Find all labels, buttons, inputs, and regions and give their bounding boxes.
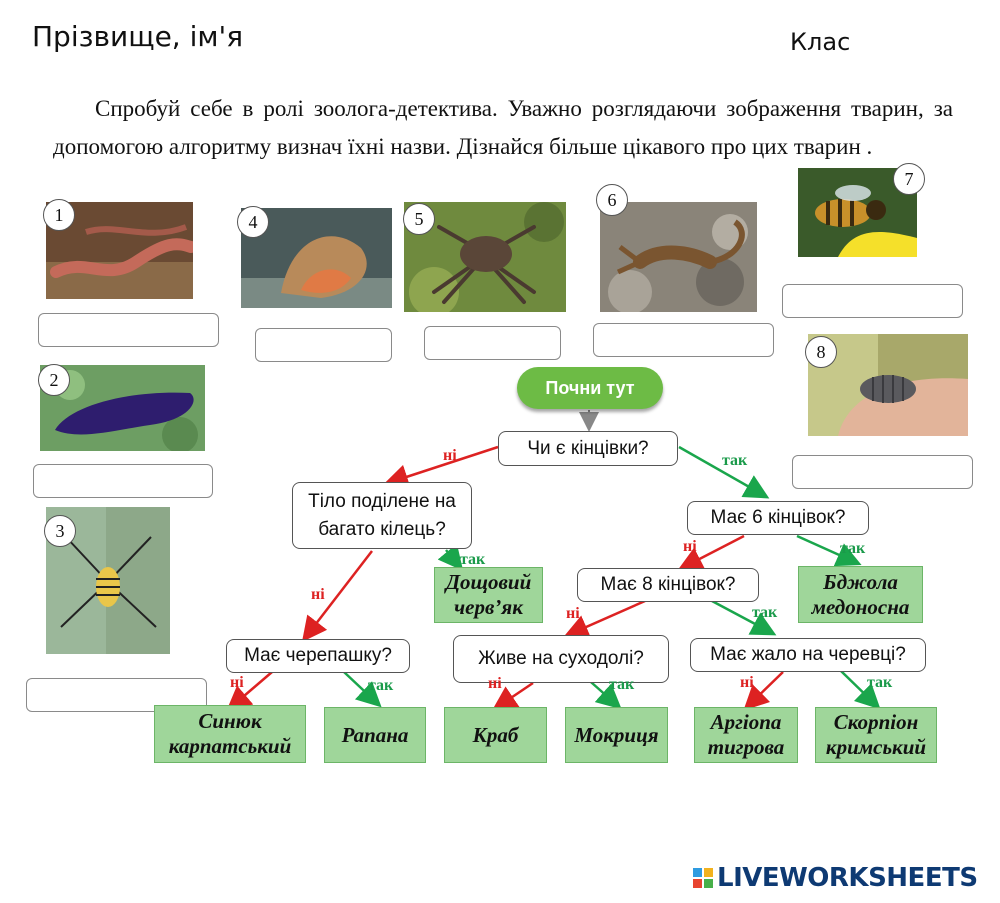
no-label: ні (443, 447, 457, 464)
answer-field-4[interactable] (255, 328, 392, 362)
no-label: ні (488, 675, 502, 692)
question-has-stinger: Має жало на черевці? (690, 638, 926, 672)
result-argiope: Аргіопа тигрова (694, 707, 798, 763)
earthworm-photo (46, 202, 193, 299)
answer-field-6[interactable] (593, 323, 774, 357)
question-has-shell: Має черепашку? (226, 639, 410, 673)
photo-number: 4 (237, 206, 269, 238)
no-label: ні (740, 674, 754, 691)
question-lives-on-land: Живе на суходолі? (453, 635, 669, 683)
answer-field-5[interactable] (424, 326, 561, 360)
yes-label: так (460, 551, 486, 568)
result-crab: Краб (444, 707, 547, 763)
photo-number: 7 (893, 163, 925, 195)
scorpion-photo (600, 202, 757, 312)
yes-label: так (867, 674, 893, 691)
no-label: ні (683, 538, 697, 555)
answer-field-2[interactable] (33, 464, 213, 498)
liveworksheets-logo: LIVEWORKSHEETS (693, 862, 978, 894)
question-eight-limbs: Має 8 кінцівок? (577, 568, 759, 602)
photo-number: 5 (403, 203, 435, 235)
no-label: ні (566, 605, 580, 622)
answer-field-7[interactable] (782, 284, 963, 318)
result-scorpion: Скорпіон кримський (815, 707, 937, 763)
yes-label: так (368, 677, 394, 694)
photo-number: 3 (44, 515, 76, 547)
question-body-segmented: Тіло поділене на багато кілець? (292, 482, 472, 549)
question-six-limbs: Має 6 кінцівок? (687, 501, 869, 535)
result-woodlouse: Мокриця (565, 707, 668, 763)
logo-text: LIVEWORKSHEETS (717, 863, 978, 893)
crab-photo (404, 202, 566, 312)
yes-label: так (722, 452, 748, 469)
instructions-text: Спробуй себе в ролі зоолога-детектива. У… (53, 96, 953, 159)
logo-grid-icon (693, 868, 713, 888)
answer-field-1[interactable] (38, 313, 219, 347)
result-bee: Бджола медоносна (798, 566, 923, 623)
yes-label: так (609, 676, 635, 693)
photo-number: 6 (596, 184, 628, 216)
photo-number: 1 (43, 199, 75, 231)
woodlouse-photo (808, 334, 968, 436)
name-label: Прізвище, ім'я (32, 20, 244, 53)
no-label: ні (230, 674, 244, 691)
no-label: ні (311, 586, 325, 603)
result-slug: Синюк карпатський (154, 705, 306, 763)
photo-number: 8 (805, 336, 837, 368)
answer-field-8[interactable] (792, 455, 973, 489)
photo-number: 2 (38, 364, 70, 396)
yes-label: так (840, 540, 866, 557)
question-has-limbs: Чи є кінцівки? (498, 431, 678, 466)
result-earthworm: Дощовий черв’як (434, 567, 543, 623)
start-node: Почни тут (517, 367, 663, 409)
class-label: Клас (790, 28, 851, 56)
result-rapana: Рапана (324, 707, 426, 763)
yes-label: так (752, 604, 778, 621)
